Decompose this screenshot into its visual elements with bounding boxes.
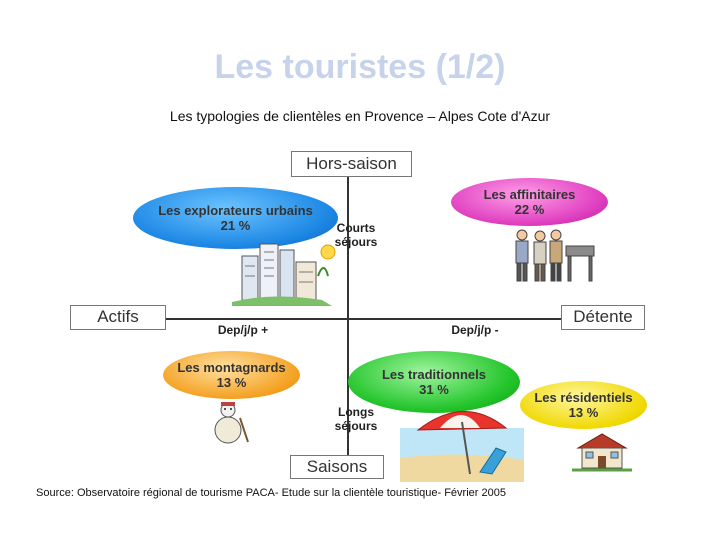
segment-residentiels: Les résidentiels 13 % [520, 381, 647, 429]
segment-value: 13 % [568, 405, 599, 420]
city-illustration-icon [232, 243, 336, 306]
segment-traditionnels: Les traditionnels 31 % [348, 351, 520, 413]
horizontal-axis [165, 318, 563, 320]
label-courts-sejours: Courts séjours [334, 221, 378, 249]
vertical-axis [347, 176, 349, 456]
segment-value: 22 % [514, 202, 545, 217]
axis-box-saisons: Saisons [290, 455, 384, 479]
page-title: Les touristes (1/2) [214, 48, 506, 86]
segment-name: Les montagnards [177, 360, 286, 375]
segment-montagnards: Les montagnards 13 % [163, 351, 300, 399]
segment-name: Les résidentiels [534, 390, 633, 405]
house-icon [572, 433, 632, 472]
axis-box-actifs: Actifs [70, 305, 166, 330]
label-dep-minus: Dep/j/p - [451, 323, 499, 337]
segment-name: Les affinitaires [483, 187, 576, 202]
segment-explorateurs-urbains: Les explorateurs urbains 21 % [133, 187, 338, 249]
segment-name: Les traditionnels [381, 367, 487, 382]
label-dep-plus: Dep/j/p + [217, 323, 269, 337]
axis-box-detente: Détente [561, 305, 645, 330]
page-subtitle: Les typologies de clientèles en Provence… [169, 108, 551, 124]
source-note: Source: Observatoire régional de tourism… [36, 487, 506, 499]
segment-value: 31 % [419, 382, 449, 397]
snowman-hiker-icon [214, 402, 249, 444]
people-group-icon [515, 229, 595, 282]
segment-name: Les explorateurs urbains [158, 203, 313, 218]
axis-box-hors-saison: Hors-saison [291, 151, 412, 177]
segment-value: 13 % [216, 375, 247, 390]
segment-affinitaires: Les affinitaires 22 % [451, 178, 608, 226]
label-longs-sejours: Longs séjours [334, 405, 378, 433]
segment-value: 21 % [220, 218, 251, 233]
beach-umbrella-icon [400, 411, 524, 482]
